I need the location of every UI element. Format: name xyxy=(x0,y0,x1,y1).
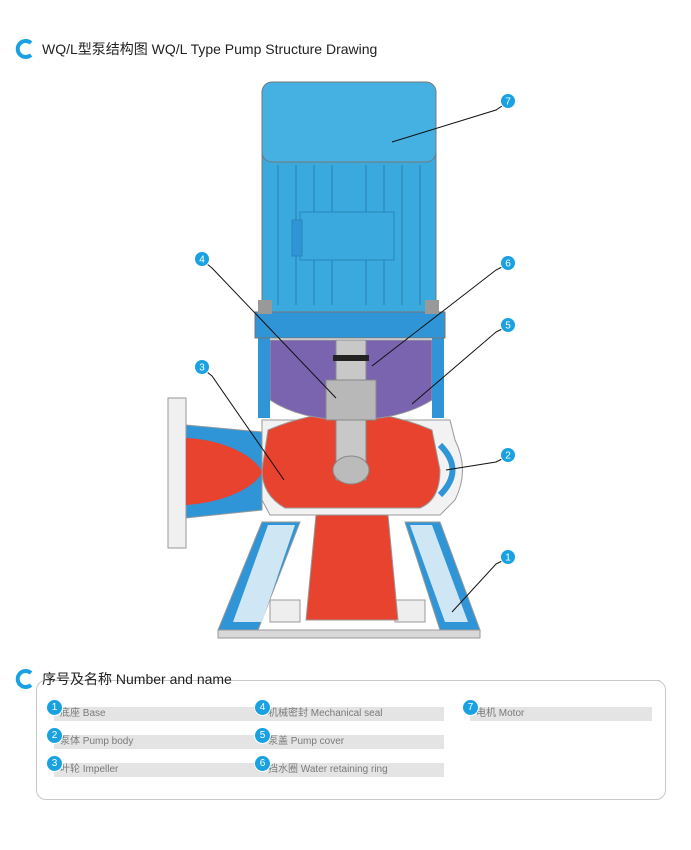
legend-number: 2 xyxy=(46,727,63,744)
ring-icon xyxy=(15,669,33,689)
svg-text:4: 4 xyxy=(199,255,205,266)
page-title: WQ/L型泵结构图 WQ/L Type Pump Structure Drawi… xyxy=(14,38,377,60)
svg-text:3: 3 xyxy=(199,363,205,374)
callout-4: 4 xyxy=(194,251,210,267)
legend-number: 1 xyxy=(46,699,63,716)
callout-5: 5 xyxy=(500,317,516,333)
legend-number: 4 xyxy=(254,699,271,716)
callout-2: 2 xyxy=(500,447,516,463)
legend-label: 电机 Motor xyxy=(470,707,652,721)
svg-text:2: 2 xyxy=(505,451,511,462)
legend-label: 挡水圈 Water retaining ring xyxy=(262,763,444,777)
legend-label: 泵盖 Pump cover xyxy=(262,735,444,749)
callout-7: 7 xyxy=(500,93,516,109)
legend-box xyxy=(36,680,666,800)
legend-number: 6 xyxy=(254,755,271,772)
ring-icon xyxy=(15,39,33,59)
svg-text:5: 5 xyxy=(505,321,511,332)
svg-text:7: 7 xyxy=(505,97,511,108)
legend-label: 机械密封 Mechanical seal xyxy=(262,707,444,721)
legend-label: 泵体 Pump body xyxy=(54,735,282,749)
legend-title: 序号及名称 Number and name xyxy=(14,668,232,690)
legend-label: 底座 Base xyxy=(54,707,282,721)
callout-6: 6 xyxy=(500,255,516,271)
shaft xyxy=(325,339,377,485)
svg-text:1: 1 xyxy=(505,553,511,564)
motor xyxy=(258,81,439,314)
legend-number: 5 xyxy=(254,727,271,744)
legend-title-text: 序号及名称 Number and name xyxy=(42,671,232,687)
page-title-text: WQ/L型泵结构图 WQ/L Type Pump Structure Drawi… xyxy=(42,41,378,57)
legend-label: 叶轮 Impeller xyxy=(54,763,282,777)
callout-1: 1 xyxy=(500,549,516,565)
callout-3: 3 xyxy=(194,359,210,375)
legend-number: 7 xyxy=(462,699,479,716)
inlet xyxy=(167,397,263,549)
legend-number: 3 xyxy=(46,755,63,772)
base xyxy=(217,521,481,639)
pump-structure-drawing: 7 4 6 5 3 2 1 xyxy=(167,81,516,639)
svg-text:6: 6 xyxy=(505,259,511,270)
